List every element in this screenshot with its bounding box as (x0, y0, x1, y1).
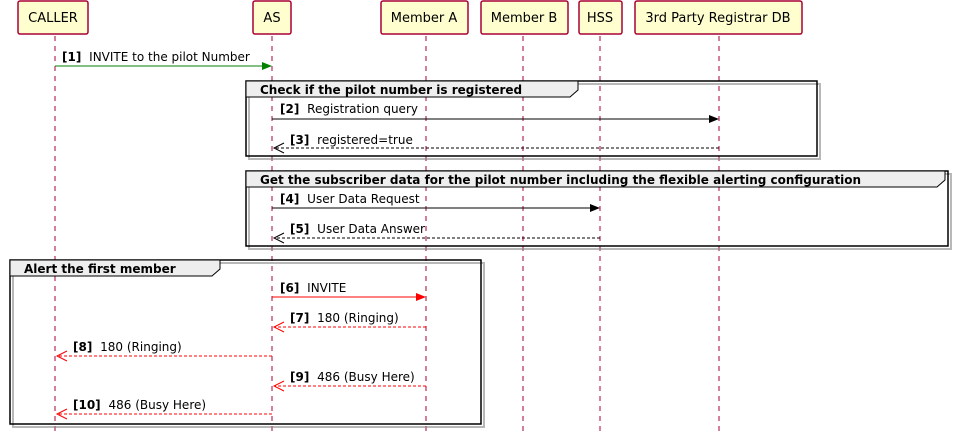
group-alert-first-member-title: Alert the first member (24, 262, 176, 276)
participant-member-a: Member A (380, 0, 469, 35)
group-subscriber-data: Get the subscriber data for the pilot nu… (245, 170, 952, 250)
participant-registrar-label: 3rd Party Registrar DB (645, 11, 790, 26)
message-5-number: [5] (290, 222, 309, 236)
message-8: [8] 180 (Ringing) (55, 340, 272, 362)
message-7-number: [7] (290, 311, 309, 325)
svg-text:[8] 180 (Ringing): [8] 180 (Ringing) (73, 340, 182, 354)
participant-as-label: AS (263, 11, 280, 26)
group-alert-first-member: Alert the first member (9, 259, 485, 428)
participant-member-b-label: Member B (491, 11, 558, 26)
message-6-number: [6] (280, 281, 299, 295)
message-10-text: 486 (Busy Here) (109, 398, 207, 412)
participant-member-a-label: Member A (391, 11, 458, 26)
message-3-text: registered=true (317, 133, 413, 147)
message-7-text: 180 (Ringing) (317, 311, 399, 325)
svg-text:[3] registered=true: [3] registered=true (290, 133, 413, 147)
message-8-text: 180 (Ringing) (100, 340, 182, 354)
message-5-text: User Data Answer (317, 222, 425, 236)
message-4-text: User Data Request (307, 192, 420, 206)
svg-text:[10] 486 (Busy Here): [10] 486 (Busy Here) (73, 398, 206, 412)
message-4-number: [4] (280, 192, 299, 206)
svg-text:[9] 486 (Busy Here): [9] 486 (Busy Here) (290, 370, 415, 384)
message-1: [1] INVITE to the pilot Number (55, 50, 272, 70)
participant-hss-label: HSS (587, 11, 613, 26)
message-2: [2] Registration query (272, 102, 719, 123)
message-9-number: [9] (290, 370, 309, 384)
message-6-text: INVITE (307, 281, 346, 295)
message-2-number: [2] (280, 102, 299, 116)
message-2-text: Registration query (307, 102, 418, 116)
message-9-text: 486 (Busy Here) (317, 370, 415, 384)
message-10-number: [10] (73, 398, 101, 412)
group-check-registration: Check if the pilot number is registered (245, 80, 821, 160)
message-9: [9] 486 (Busy Here) (272, 370, 426, 392)
message-6: [6] INVITE (272, 281, 426, 301)
participant-as: AS (252, 0, 292, 35)
message-1-number: [1] (62, 50, 81, 64)
svg-text:[5] User Data Answer: [5] User Data Answer (290, 222, 425, 236)
svg-text:[6] INVITE: [6] INVITE (280, 281, 346, 295)
message-3: [3] registered=true (272, 133, 719, 154)
svg-text:[7] 180 (Ringing): [7] 180 (Ringing) (290, 311, 399, 325)
participant-registrar: 3rd Party Registrar DB (634, 0, 803, 35)
group-subscriber-data-title: Get the subscriber data for the pilot nu… (260, 173, 861, 187)
message-8-number: [8] (73, 340, 92, 354)
message-7: [7] 180 (Ringing) (272, 311, 426, 333)
participant-caller-label: CALLER (28, 11, 78, 26)
participant-hss: HSS (578, 0, 623, 35)
participant-caller: CALLER (17, 0, 89, 35)
message-3-number: [3] (290, 133, 309, 147)
message-1-text: INVITE to the pilot Number (89, 50, 250, 64)
participant-member-b: Member B (480, 0, 569, 35)
svg-text:[4] User Data Request: [4] User Data Request (280, 192, 420, 206)
svg-text:[1] INVITE to the pilot: [1] INVITE to the pilot Number (62, 50, 250, 64)
message-5: [5] User Data Answer (272, 222, 600, 244)
message-4: [4] User Data Request (272, 192, 600, 212)
group-check-registration-title: Check if the pilot number is registered (260, 83, 522, 97)
svg-text:[2] Registration query: [2] Registration query (280, 102, 418, 116)
message-10: [10] 486 (Busy Here) (55, 398, 272, 420)
